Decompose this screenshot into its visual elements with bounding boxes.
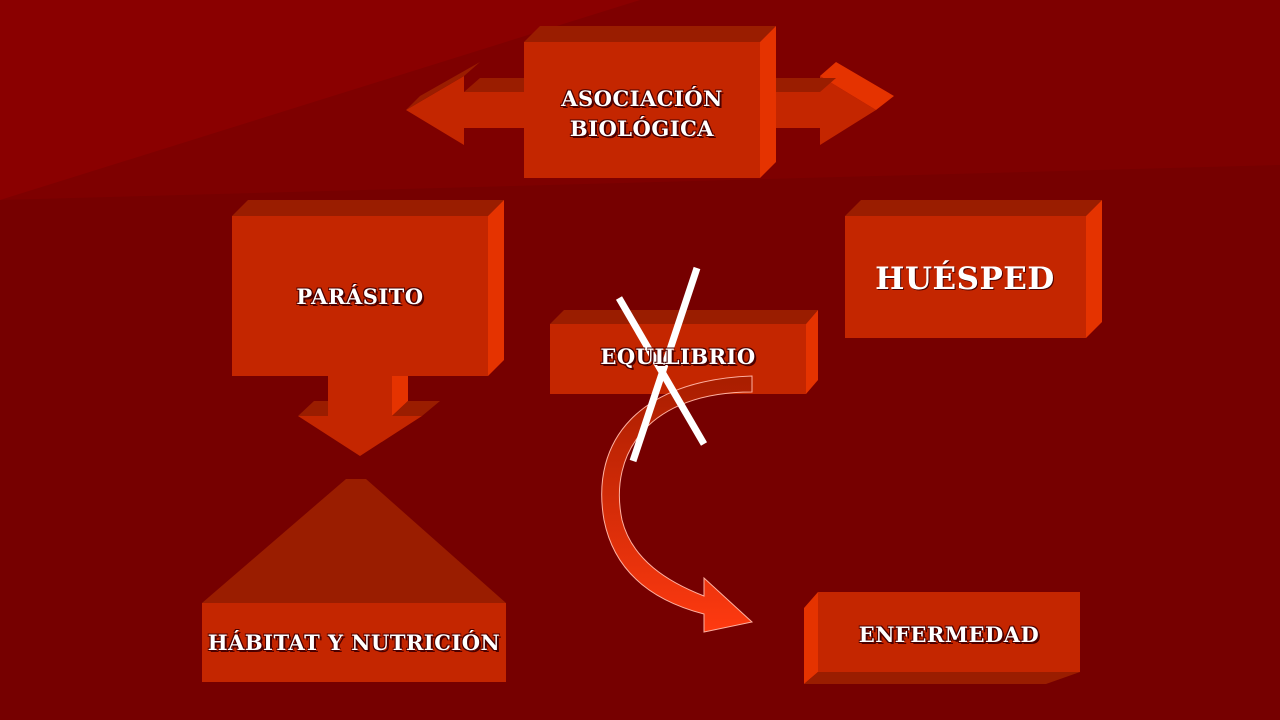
huesped-label: HUÉSPED: [875, 261, 1055, 297]
equilibrio-label: EQUILIBRIO: [600, 344, 756, 369]
asociacion-box: [524, 26, 776, 178]
asociacion-label-line1: ASOCIACIÓN: [561, 86, 723, 111]
asociacion-label-line2: BIOLÓGICA: [569, 116, 715, 141]
asociacion-label: ASOCIACIÓN BIOLÓGICA: [524, 84, 760, 144]
enfermedad-box: [804, 592, 1080, 684]
enfermedad-label: ENFERMEDAD: [858, 622, 1040, 647]
habitat-pyramid: [202, 479, 506, 682]
curved-arrow-icon: [601, 375, 754, 633]
parasito-label: PARÁSITO: [296, 284, 424, 309]
cross-out-icon: [615, 266, 708, 463]
down-arrow-icon: [298, 376, 440, 456]
parasito-box: [232, 200, 504, 376]
double-arrow-icon: [406, 62, 894, 145]
huesped-box: [845, 200, 1102, 338]
habitat-label: HÁBITAT Y NUTRICIÓN: [207, 630, 501, 655]
background-wedge-highlight: [0, 0, 640, 200]
